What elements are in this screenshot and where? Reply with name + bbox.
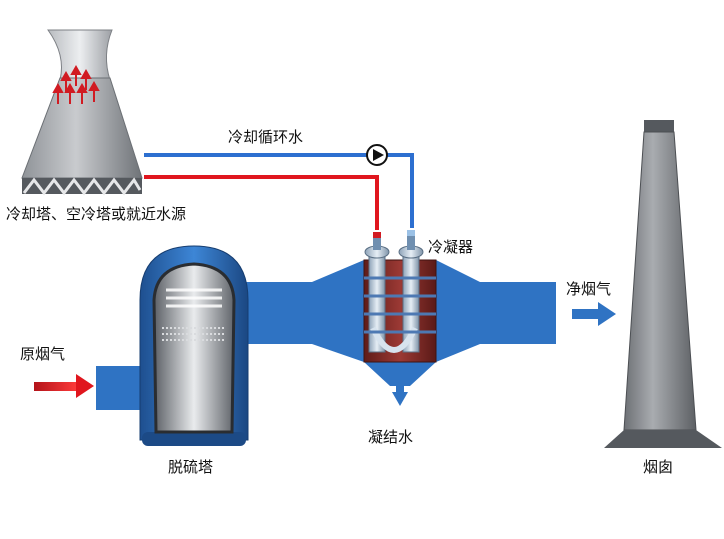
chimney [604,120,722,448]
flue-duct [96,260,556,410]
desulfurization-tower [139,245,249,446]
label-raw-flue-gas: 原烟气 [20,345,66,363]
condenser [363,230,437,363]
arrow-down-icon [392,384,408,406]
label-clean-flue-gas: 净烟气 [566,280,612,298]
spray-layers [166,288,222,308]
label-cooling-tower: 冷却塔、空冷塔或就近水源 [6,205,187,223]
heat-arrows [52,64,100,104]
packing-layers [162,327,226,341]
pump-icon [366,144,388,166]
label-desulfurization-tower: 脱硫塔 [168,458,214,476]
hot-water-pipe [144,175,379,230]
label-chimney: 烟囱 [643,458,674,476]
arrow-right-icon [34,374,94,398]
label-condenser: 冷凝器 [428,238,474,256]
cooling-tower [21,29,143,196]
cold-water-pipe [144,153,414,228]
label-circulating-water: 冷却循环水 [228,128,304,146]
arrow-right-icon [572,302,616,326]
label-condensate-water: 凝结水 [368,428,414,446]
